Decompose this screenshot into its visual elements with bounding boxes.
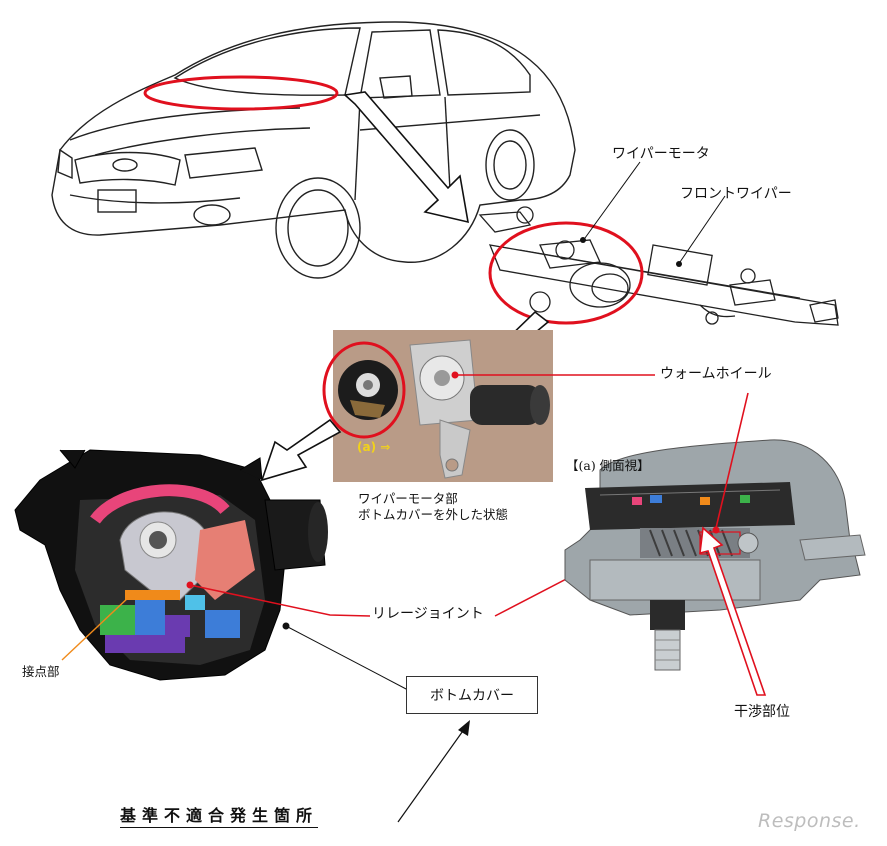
arrow-car-to-wiper xyxy=(343,91,469,224)
label-front-wiper: フロントワイパー xyxy=(680,186,792,202)
wiper-assembly-illustration xyxy=(478,206,839,326)
leader-dot-relay-joint-left xyxy=(186,581,194,589)
leader-dot-front-wiper xyxy=(676,261,682,267)
label-photo-caption-1: ワイパーモータ部 xyxy=(358,491,458,506)
wiper-motor-highlight xyxy=(488,221,644,325)
watermark-logo: Response. xyxy=(758,810,861,832)
leader-dot-wiper-motor xyxy=(580,237,586,243)
bottom-cover-cutaway xyxy=(14,449,328,681)
label-photo-caption-2: ボトムカバーを外した状態 xyxy=(358,507,509,522)
interference-arrow xyxy=(699,526,767,696)
car-illustration xyxy=(51,21,576,279)
leader-bottom-cover xyxy=(285,625,409,691)
photo-marker-a: (a) ⇒ xyxy=(357,440,391,454)
leader-dot-worm-wheel-side xyxy=(712,526,720,534)
label-wiper-motor: ワイパーモータ xyxy=(612,146,710,162)
label-bottom-cover: ボトムカバー xyxy=(430,688,514,704)
leader-wiper-motor xyxy=(584,161,641,239)
arrow-title-to-box xyxy=(397,720,470,823)
motor-photo xyxy=(333,330,553,482)
leader-relay-joint-left xyxy=(189,584,371,617)
label-worm-wheel: ウォームホイール xyxy=(660,366,772,382)
arrow-photo-to-cutaway xyxy=(260,418,342,482)
leader-dot-bottom-cover xyxy=(282,622,290,630)
label-contact-part: 接点部 xyxy=(22,664,60,679)
leader-contact-part xyxy=(61,595,131,661)
label-bottom-cover-box: ボトムカバー xyxy=(406,676,538,714)
bottom-cover-highlight xyxy=(322,341,406,439)
leader-dot-worm-wheel-photo xyxy=(451,371,459,379)
label-interference-part: 干渉部位 xyxy=(734,704,790,720)
leader-worm-wheel-side xyxy=(715,392,749,529)
side-view-illustration xyxy=(564,439,866,671)
wiper-location-highlight xyxy=(143,75,339,111)
label-relay-joint: リレージョイント xyxy=(372,606,484,622)
nonconformity-location-title: 基準不適合発生箇所 xyxy=(120,802,319,828)
label-side-view: 【(a) 側面視】 xyxy=(566,458,650,473)
leader-front-wiper xyxy=(679,195,726,263)
